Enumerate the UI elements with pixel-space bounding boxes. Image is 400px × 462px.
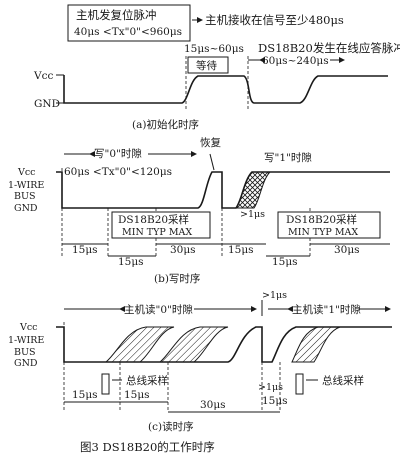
recovery-pointer — [209, 153, 215, 171]
reset-pulse-title: 主机发复位脉冲 — [76, 8, 157, 22]
dim-c2-label: 15μs — [124, 389, 150, 401]
write1-sample-sub: MIN TYP MAX — [288, 227, 358, 238]
read1-hatch — [291, 326, 341, 363]
write1-rise-hatch — [235, 171, 272, 209]
read0-hatch-1 — [104, 326, 175, 363]
write1-sample-title: DS18B20采样 — [286, 213, 357, 226]
bus2-label-b: BUS — [14, 191, 36, 202]
presence-range: 60μs~240μs — [262, 55, 329, 67]
write-gt1: >1μs — [240, 209, 265, 220]
dim-b5-label: 15μs — [272, 256, 298, 268]
read-gt1-top: >1μs — [262, 290, 287, 301]
dim-b6-label: 30μs — [334, 244, 360, 256]
read1-sample-marker — [295, 373, 304, 395]
dim-b3-label: 30μs — [170, 244, 196, 256]
write0-sample-box — [111, 211, 211, 239]
dim-b2-label: 15μs — [118, 256, 144, 268]
wait-box — [187, 56, 229, 74]
wait-range-label: 15μs~60μs — [184, 43, 244, 55]
write0-sample-title: DS18B20采样 — [118, 213, 189, 226]
host-receive-label: 主机接收在信号至少480μs — [205, 13, 344, 27]
wait-label: 等待 — [196, 59, 217, 72]
read0-sample-marker — [101, 373, 110, 395]
read0-hatch-2 — [158, 326, 229, 363]
panel-initialization: 主机发复位脉冲 40μs <Tx"0"<960μs 主机接收在信号至少480μs… — [33, 4, 400, 131]
caption-b: (b)写时序 — [154, 272, 200, 285]
init-waveform — [63, 75, 388, 104]
vcc-label-b: Vcc — [17, 167, 36, 178]
read0-label: 主机读"0"时隙 — [124, 303, 193, 316]
gnd-label-a: GND — [34, 98, 60, 110]
caption-c: (c)读时序 — [148, 420, 194, 433]
write0-sample-sub: MIN TYP MAX — [122, 227, 192, 238]
recovery-label: 恢复 — [200, 136, 221, 149]
write0-label: 写"0"时隙 — [94, 147, 142, 160]
reset-pulse-range: 40μs <Tx"0"<960μs — [74, 26, 182, 38]
write-range: 60μs <Tx"0"<120μs — [64, 166, 172, 178]
write1-sample-box — [277, 211, 381, 239]
dim-c3-label: 30μs — [200, 399, 226, 411]
reset-pulse-box — [67, 4, 191, 42]
vcc-label-c: Vcc — [19, 322, 38, 333]
presence-title: DS18B20发生在线应答脉冲 — [258, 41, 400, 55]
read1-sample-label: 总线采样 — [322, 374, 364, 387]
gnd-label-b: GND — [14, 203, 38, 214]
read0-sample-label: 总线采样 — [126, 374, 168, 387]
dim-b1-label: 15μs — [72, 244, 98, 256]
dim-c5-label: 15μs — [262, 395, 288, 407]
bus2-label-c: BUS — [14, 347, 36, 358]
panel-read: >1μs 主机读"0"时隙 主机读"1"时隙 Vcc 1-WIRE BUS GN… — [8, 290, 392, 433]
read-gt1-bottom: >1μs — [258, 382, 283, 393]
caption-a: (a)初始化时序 — [132, 118, 199, 131]
dim-b4-label: 15μs — [228, 244, 254, 256]
panel-write: 恢复 写"0"时隙 写"1"时隙 60μs <Tx"0"<120μs Vcc 1… — [8, 136, 390, 285]
read1-label: 主机读"1"时隙 — [292, 303, 361, 316]
figure-caption: 图3 DS18B20的工作时序 — [80, 440, 215, 454]
bus1-label-b: 1-WIRE — [8, 180, 44, 191]
read-waveform — [56, 326, 392, 363]
dim-c1-label: 15μs — [72, 389, 98, 401]
write1-label: 写"1"时隙 — [264, 151, 312, 164]
vcc-label-a: Vcc — [33, 70, 53, 82]
gnd-label-c: GND — [14, 358, 38, 369]
bus1-label-c: 1-WIRE — [8, 335, 44, 346]
